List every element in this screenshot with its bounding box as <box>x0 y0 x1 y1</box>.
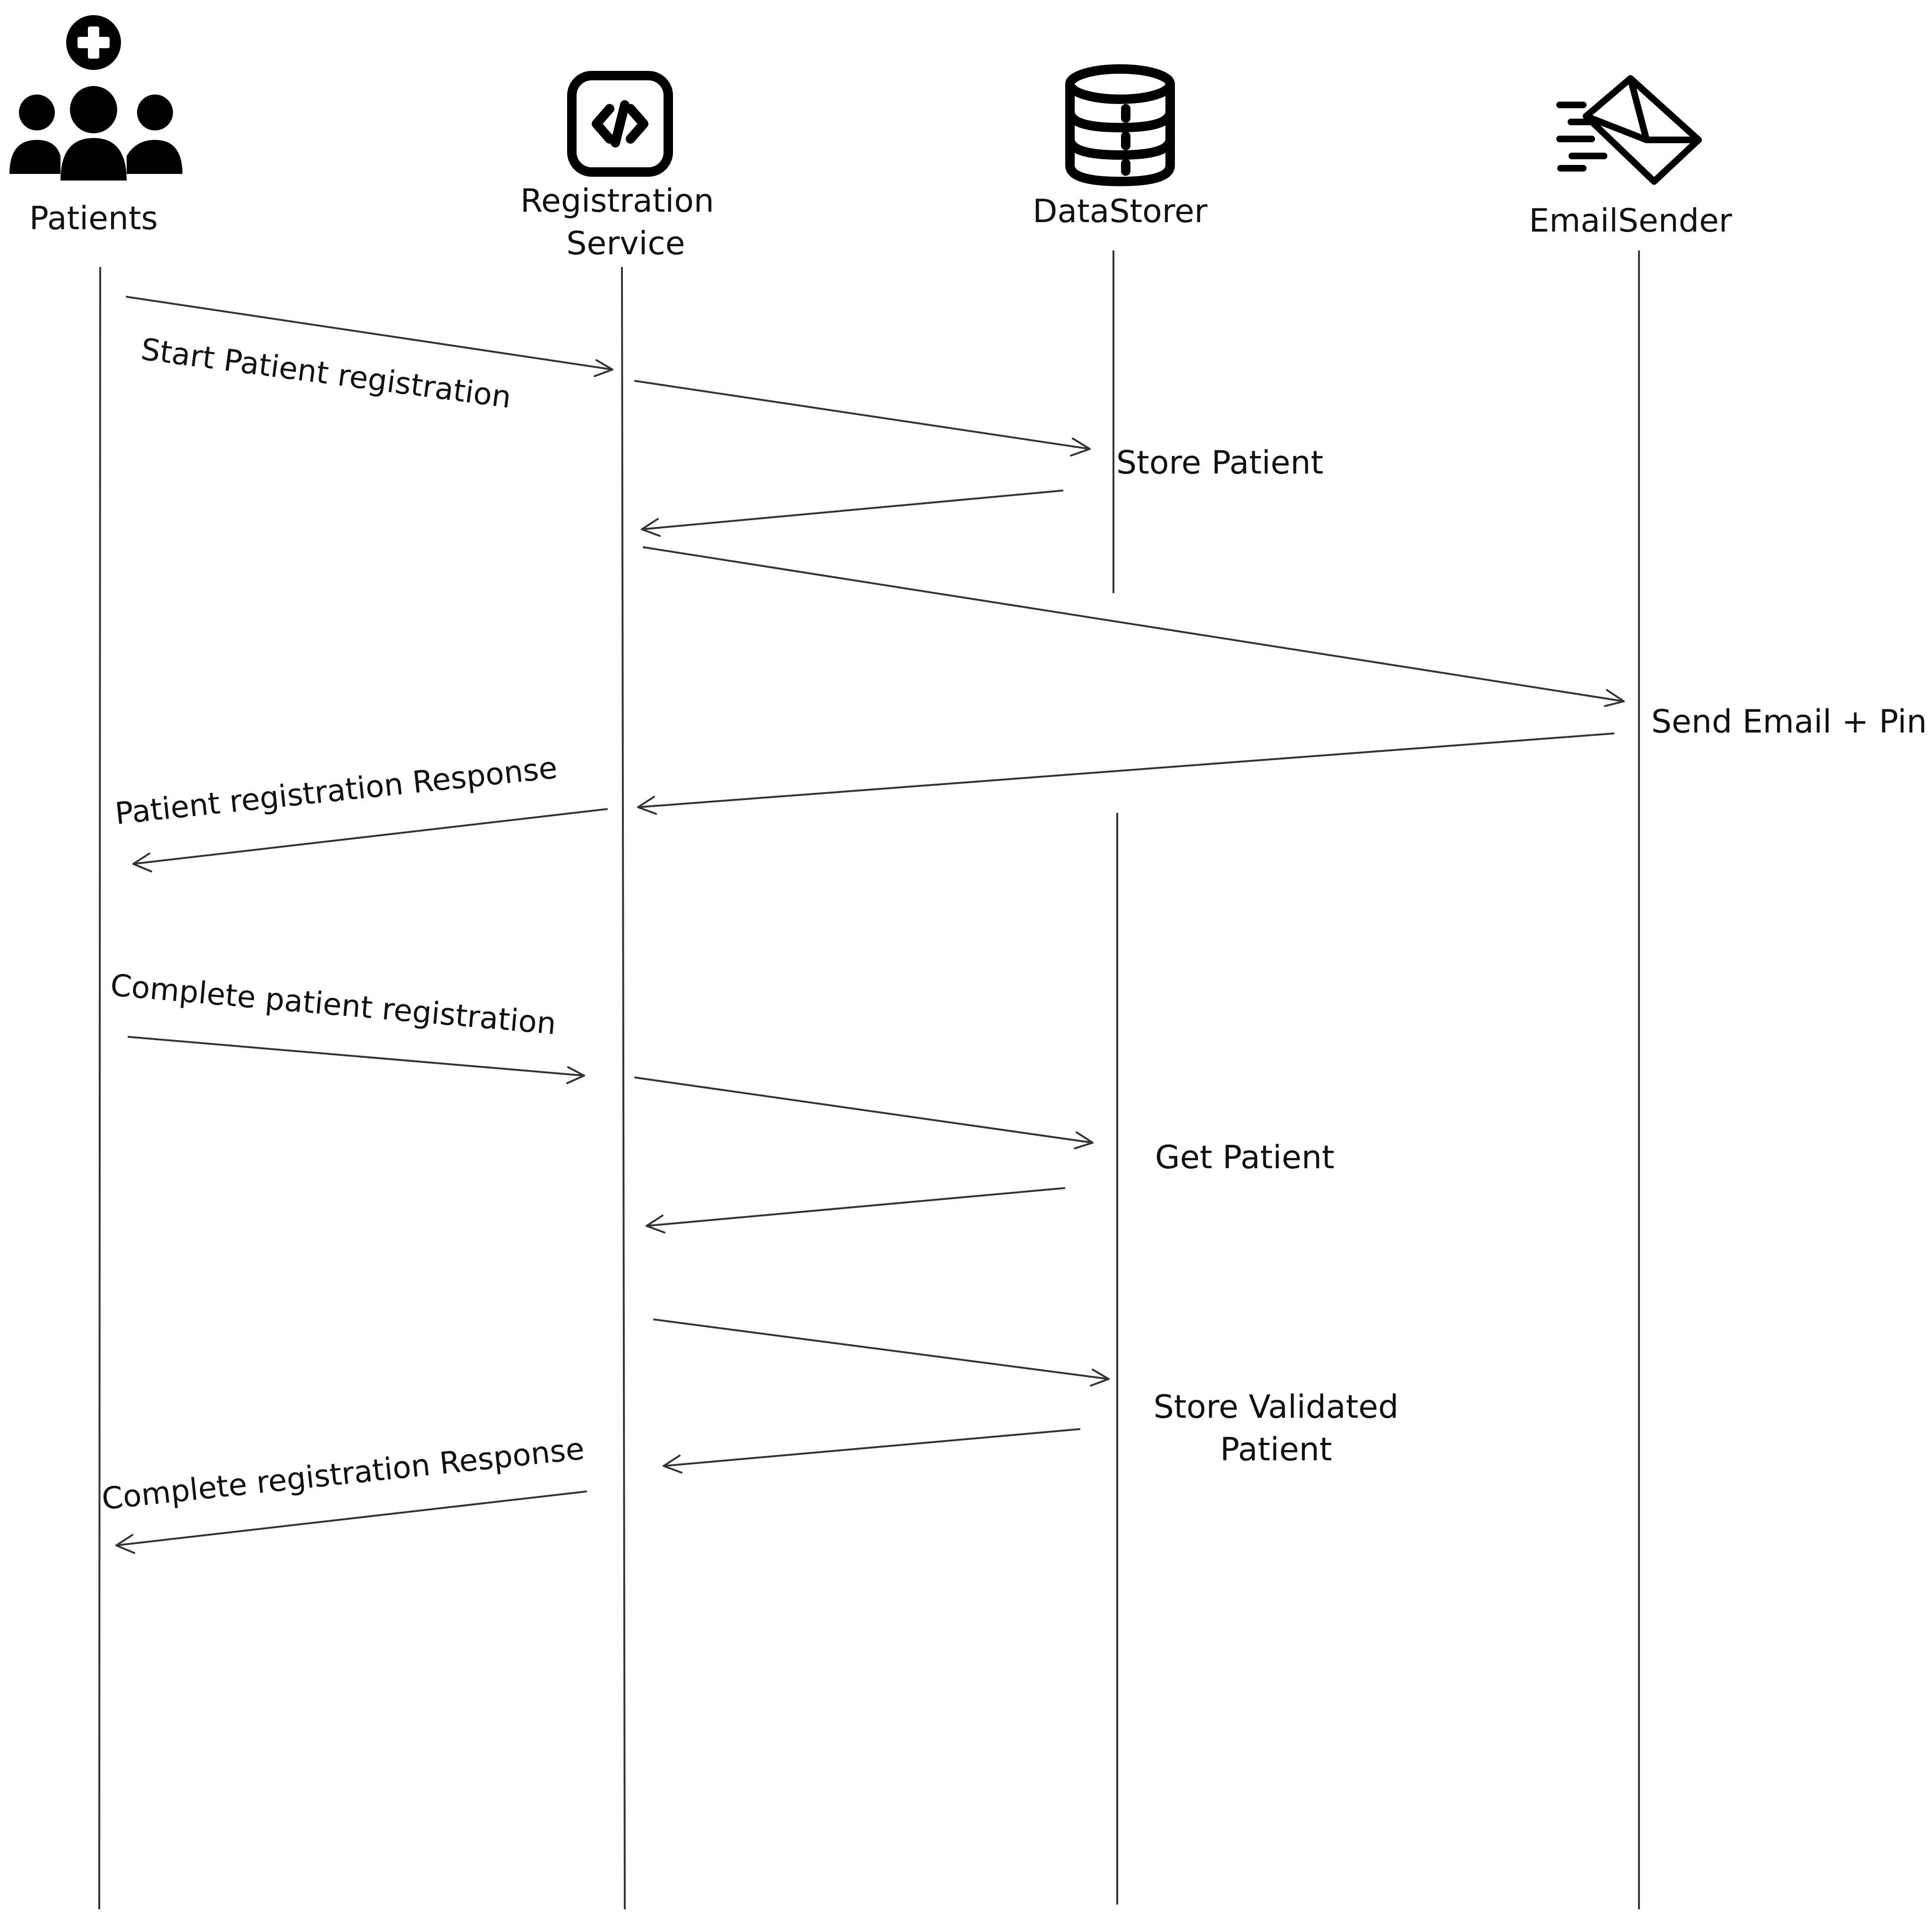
actor-label-datastorer: DataStorer <box>1033 193 1208 230</box>
message-label-line1: Store Validated <box>1154 1388 1399 1426</box>
lifeline-patients <box>98 267 101 1910</box>
message-start-registration: Start Patient registration <box>126 296 613 415</box>
actor-label-registration-line2: Service <box>566 225 685 262</box>
message-store-validated: Store Validated Patient <box>653 1319 1399 1468</box>
message-label: Store Patient <box>1116 444 1323 482</box>
message-label: Start Patient registration <box>139 332 513 415</box>
message-store-validated-return <box>663 1428 1080 1474</box>
message-registration-response: Patient registration Response <box>113 750 608 872</box>
message-label: Send Email + Pin <box>1651 703 1927 741</box>
users-medical-icon <box>9 15 182 181</box>
message-complete-registration: Complete patient registration <box>109 968 585 1084</box>
email-fast-icon <box>1556 75 1702 185</box>
message-store-patient-return <box>641 490 1063 537</box>
lifeline-registration <box>621 267 626 1910</box>
message-get-patient-return <box>646 1187 1065 1233</box>
database-icon <box>1065 64 1175 187</box>
code-icon <box>567 71 673 177</box>
message-send-email-return <box>637 733 1614 815</box>
actor-label-patients: Patients <box>29 200 158 237</box>
message-label: Get Patient <box>1155 1139 1335 1176</box>
message-complete-response: Complete registration Response <box>100 1431 587 1554</box>
message-label: Complete registration Response <box>100 1431 586 1517</box>
message-store-patient: Store Patient <box>634 380 1323 482</box>
actor-label-registration: Registration <box>520 182 714 220</box>
message-label: Patient registration Response <box>113 750 559 832</box>
message-label-line2: Patient <box>1220 1431 1332 1468</box>
actor-label-emailsender: EmailSender <box>1529 202 1732 240</box>
message-label: Complete patient registration <box>109 968 558 1042</box>
message-get-patient: Get Patient <box>634 1077 1335 1176</box>
message-send-email: Send Email + Pin <box>643 546 1927 741</box>
